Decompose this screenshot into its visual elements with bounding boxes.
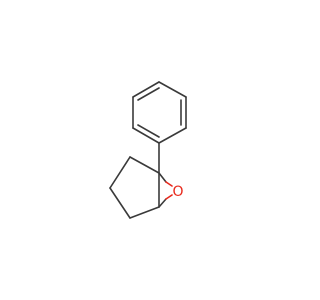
bond-c4-c5 [129, 206, 160, 219]
bond-c1-o-b [165, 181, 173, 187]
bond-ph-double-1 [137, 87, 160, 101]
bond-ph-2 [158, 81, 187, 98]
bond-c2-c3 [109, 156, 131, 189]
bond-ph-double-3 [137, 124, 160, 138]
epoxide-ring: O [158, 172, 184, 208]
bond-ph-5 [132, 127, 160, 144]
bond-c1-o-a [158, 172, 167, 183]
molecule-structure: O [109, 81, 187, 219]
bond-c3-c4 [109, 187, 131, 219]
bond-c1-c2 [129, 156, 160, 174]
phenyl-ring [132, 81, 187, 144]
oxygen-atom-label: O [172, 184, 183, 200]
cyclopentane-ring [109, 156, 160, 219]
bond-c5-o-b [165, 194, 173, 200]
bond-ph-4 [158, 127, 187, 144]
bond-c5-o-a [158, 198, 167, 208]
bond-ph-1 [132, 81, 160, 98]
